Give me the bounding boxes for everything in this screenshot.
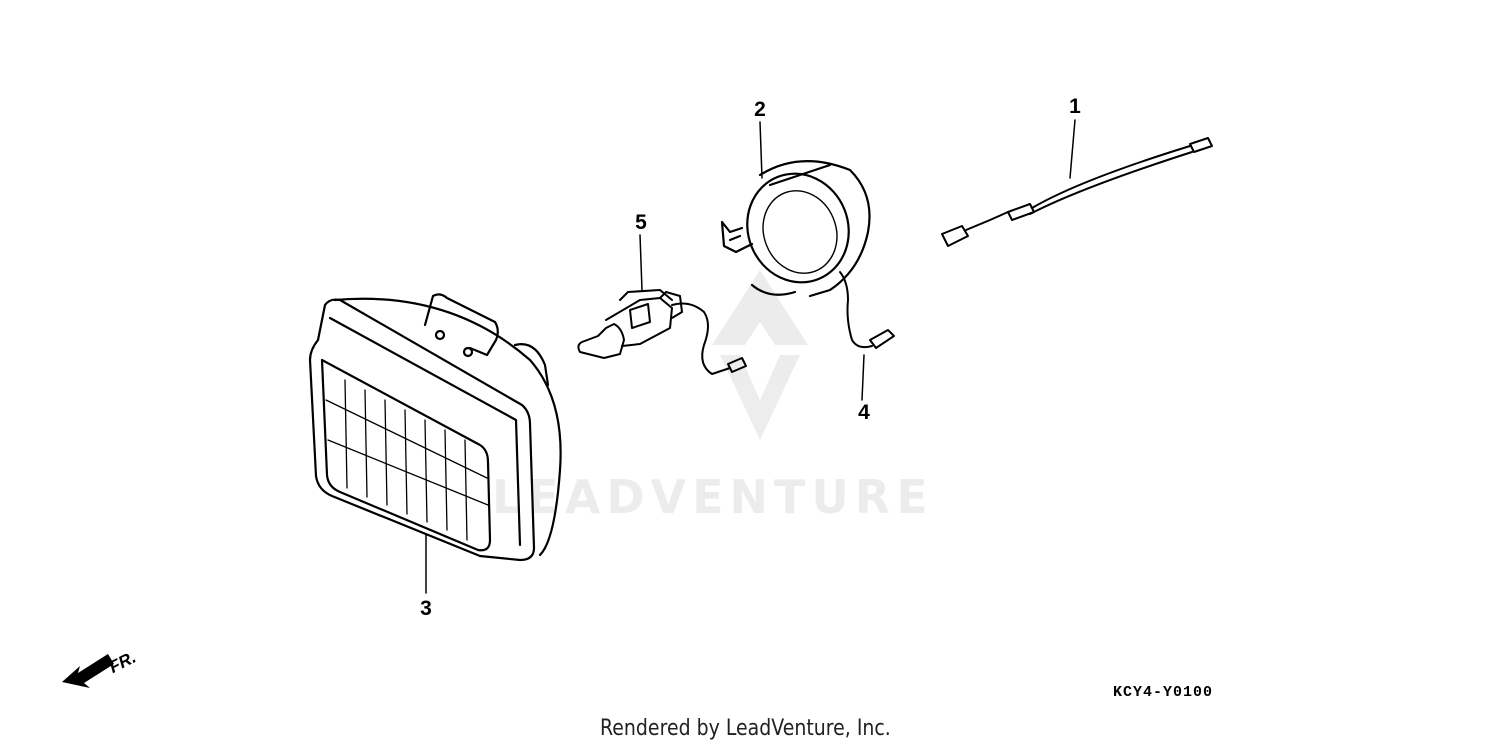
callout-1: 1 (1069, 95, 1081, 118)
diagram-code: KCY4-Y0100 (1113, 684, 1214, 701)
wire-harness (941, 137, 1213, 247)
render-credit: Rendered by LeadVenture, Inc. (600, 716, 891, 741)
connector-lead (839, 271, 895, 349)
leader-lines (425, 119, 1076, 594)
headlight-housing-socket (720, 160, 871, 298)
callout-5: 5 (635, 211, 647, 234)
callout-3: 3 (420, 597, 432, 620)
callout-4: 4 (858, 401, 870, 424)
callout-2: 2 (754, 98, 766, 121)
bulb-socket-assembly (577, 289, 747, 375)
headlight-unit (308, 293, 562, 562)
watermark-text: LEADVENTURE (492, 470, 934, 524)
